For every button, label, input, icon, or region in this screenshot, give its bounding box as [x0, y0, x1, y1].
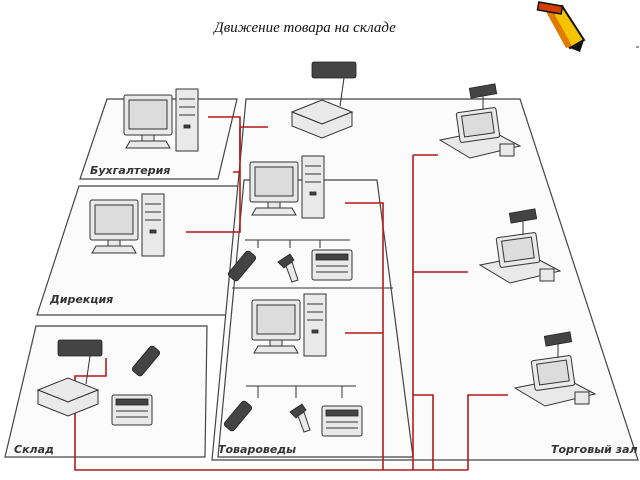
accounting-computer	[123, 88, 199, 152]
zone-label-management: Дирекция	[49, 293, 113, 306]
zone-label-sales-floor: Торговый зал	[551, 443, 638, 456]
label-printer-warehouse	[111, 394, 153, 426]
peripheral-links-1	[245, 239, 350, 248]
zone-label-merchandisers: Товароведы	[218, 443, 296, 456]
label-printer-2	[321, 405, 363, 437]
page-title: Движение товара на складе	[214, 20, 396, 36]
merchandiser-computer-2	[251, 293, 327, 357]
network-wires	[74, 116, 508, 471]
peripheral-links-2	[246, 385, 356, 398]
label-printer-1	[311, 249, 353, 281]
management-computer	[89, 193, 165, 257]
zone-label-warehouse: Склад	[14, 443, 54, 456]
merchandiser-computer-1	[249, 155, 325, 219]
pencil-icon	[536, 1, 586, 52]
zone-warehouse	[4, 325, 208, 458]
zone-label-accounting: Бухгалтерия	[90, 164, 170, 177]
